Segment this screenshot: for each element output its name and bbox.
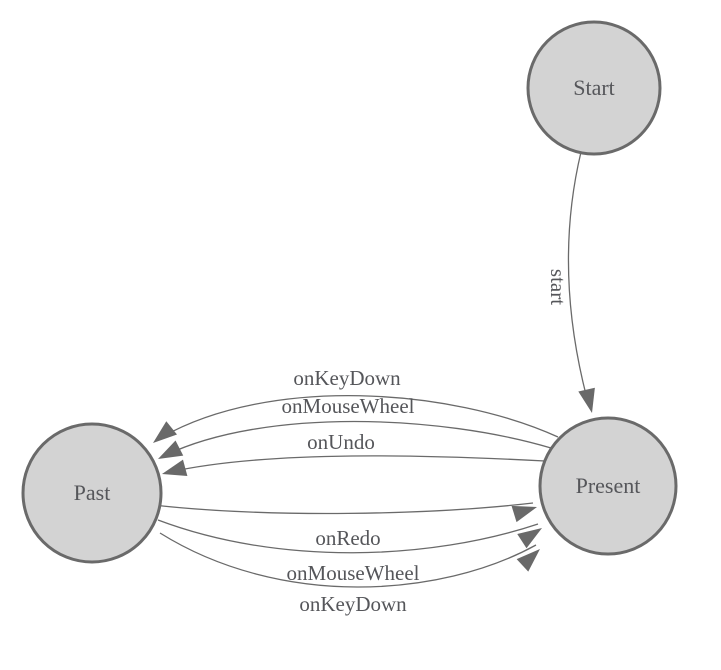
arrowhead-start-to-present [578,387,595,413]
edge-label-onredo: onRedo [315,526,380,550]
past-node-circle[interactable] [21,422,163,564]
state-node-present[interactable]: Present [538,416,678,556]
edge-label-onmousewheel-bottom: onMouseWheel [287,561,420,585]
edge-label-start: start [546,269,570,305]
arrowhead-onmousewheel-into-past [158,440,184,459]
edge-past-to-present-onmousewheel [157,519,539,554]
start-node-label: Start [573,75,615,100]
present-node-circle[interactable] [538,416,678,556]
edge-label-onundo: onUndo [307,430,375,454]
edge-label-onkeydown-bottom: onKeyDown [299,592,407,616]
past-node-label: Past [74,480,111,505]
edge-present-to-past-onkeydown [161,394,559,438]
state-node-start[interactable]: Start [526,20,662,156]
edge-label-onkeydown-top: onKeyDown [293,366,401,390]
edge-label-onmousewheel-top: onMouseWheel [282,394,415,418]
edge-present-to-past-onundo [169,455,546,473]
arrowhead-onkeydown-into-past [153,421,178,443]
edge-present-to-past-onmousewheel [165,420,552,456]
edge-past-to-present-onkeydown [159,532,537,588]
start-node-circle[interactable] [526,20,662,156]
edge-past-to-present-onredo [152,502,534,515]
arrowhead-onkeydown-into-present [516,549,540,572]
state-node-past[interactable]: Past [21,422,163,564]
arrowhead-onmousewheel-into-present [517,528,542,549]
present-node-label: Present [576,473,641,498]
arrowhead-onundo-into-past [162,459,188,476]
arrowhead-onredo-into-present [511,505,537,523]
edge-start-to-present [567,151,590,407]
